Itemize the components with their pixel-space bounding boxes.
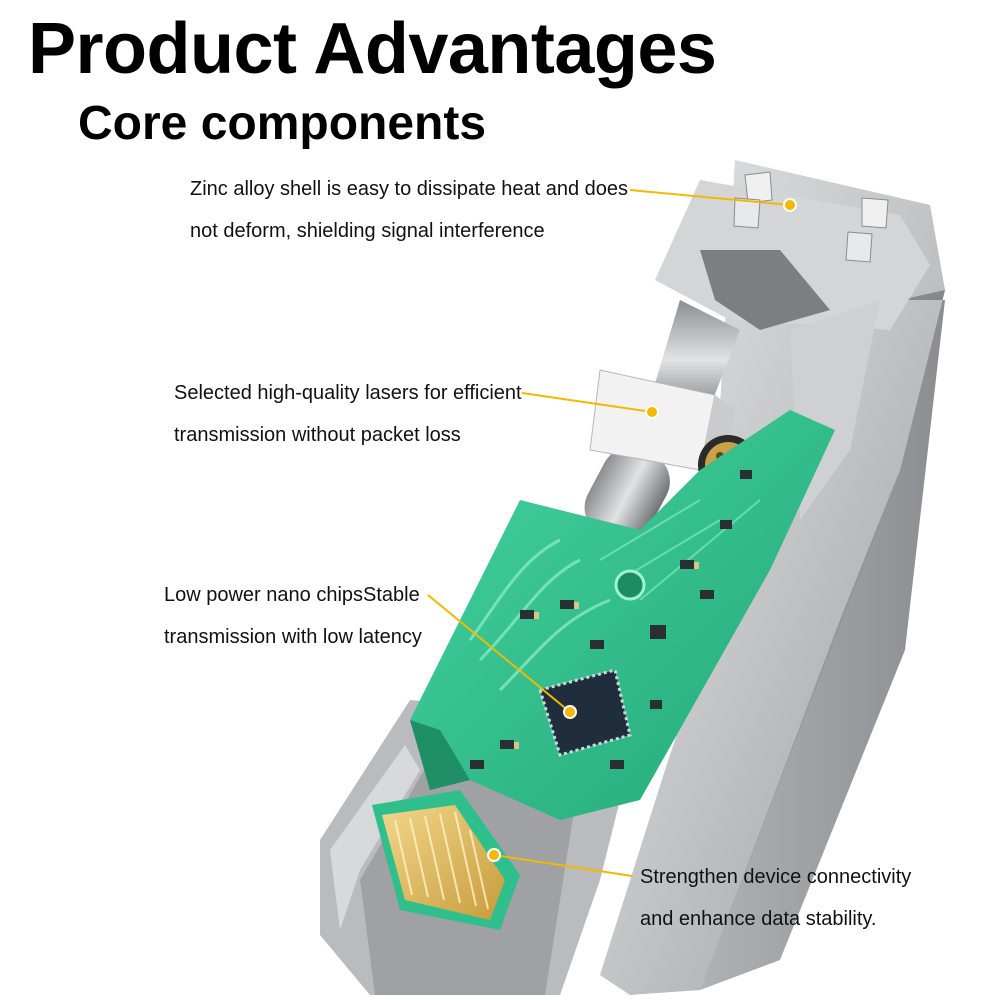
callout-laser: Selected high-quality lasers for efficie…	[174, 372, 522, 456]
callout-line: Selected high-quality lasers for efficie…	[174, 382, 522, 404]
pcb-board	[410, 410, 835, 820]
page-title: Product Advantages	[28, 9, 717, 89]
callout-line: not deform, shielding signal interferenc…	[190, 220, 545, 242]
callout-dot	[783, 198, 797, 212]
callout-line: Zinc alloy shell is easy to dissipate he…	[190, 178, 629, 200]
callout-line: Low power nano chipsStable	[164, 584, 420, 606]
callout-line: transmission with low latency	[164, 626, 422, 648]
callout-shell: Zinc alloy shell is easy to dissipate he…	[190, 168, 628, 252]
callout-dot	[487, 848, 501, 862]
callout-line: transmission without packet loss	[174, 424, 461, 446]
callout-connector: Strengthen device connectivity and enhan…	[640, 856, 911, 940]
page-subtitle: Core components	[78, 97, 487, 150]
callout-chip: Low power nano chipsStable transmission …	[164, 574, 422, 658]
callout-dot	[563, 705, 577, 719]
callout-dot	[645, 405, 659, 419]
callout-leaders	[427, 189, 797, 877]
callout-line: and enhance data stability.	[640, 908, 877, 930]
gold-edge-connector	[372, 790, 520, 930]
callout-line: Strengthen device connectivity	[640, 866, 912, 888]
